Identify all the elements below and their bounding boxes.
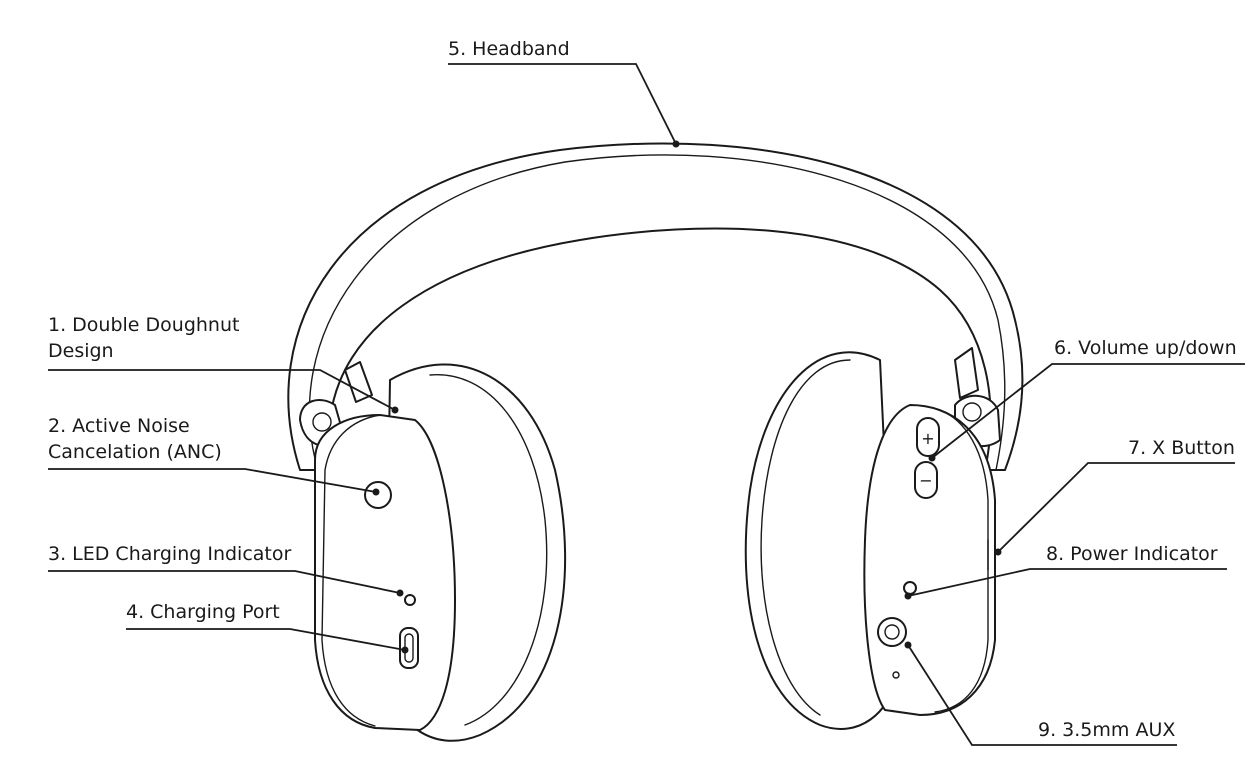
label-led-charging: 3. LED Charging Indicator bbox=[48, 541, 291, 567]
volume-up-symbol: + bbox=[921, 429, 934, 448]
label-anc-line1: 2. Active Noise bbox=[48, 415, 190, 437]
leader-anc bbox=[48, 468, 377, 493]
leader-led bbox=[48, 570, 401, 594]
label-x-button-text: 7. X Button bbox=[1128, 437, 1235, 459]
headband bbox=[287, 142, 1024, 471]
leader-x-button bbox=[997, 462, 1235, 553]
label-aux: 9. 3.5mm AUX bbox=[1038, 717, 1175, 743]
label-aux-text: 9. 3.5mm AUX bbox=[1038, 719, 1176, 741]
label-charging-port: 4. Charging Port bbox=[126, 599, 280, 625]
volume-down-symbol: − bbox=[919, 471, 932, 490]
label-x-button: 7. X Button bbox=[1128, 435, 1235, 461]
label-volume: 6. Volume up/down bbox=[1054, 335, 1237, 361]
right-earcup: + − bbox=[744, 351, 996, 730]
label-charging-port-text: 4. Charging Port bbox=[126, 601, 280, 623]
label-headband: 5. Headband bbox=[448, 36, 570, 62]
label-volume-text: 6. Volume up/down bbox=[1054, 337, 1237, 359]
label-anc-line2: Cancelation (ANC) bbox=[48, 441, 222, 463]
leader-aux bbox=[907, 644, 1177, 746]
left-earcup bbox=[314, 363, 567, 742]
leader-dots bbox=[372, 140, 1002, 654]
label-double-doughnut-line1: 1. Double Doughnut bbox=[48, 314, 240, 336]
label-led-charging-text: 3. LED Charging Indicator bbox=[48, 543, 292, 565]
leader-volume bbox=[931, 363, 1245, 459]
leader-power-indicator bbox=[907, 568, 1227, 597]
label-anc: 2. Active Noise Cancelation (ANC) bbox=[48, 413, 222, 465]
label-double-doughnut-line2: Design bbox=[48, 340, 114, 362]
leader-lines bbox=[48, 63, 1245, 746]
leader-charging-port bbox=[126, 628, 406, 651]
leader-double-doughnut bbox=[48, 369, 396, 411]
label-double-doughnut: 1. Double Doughnut Design bbox=[48, 312, 239, 364]
label-power-indicator-text: 8. Power Indicator bbox=[1046, 543, 1218, 565]
leader-headband bbox=[448, 63, 677, 145]
label-headband-text: 5. Headband bbox=[448, 38, 570, 60]
label-power-indicator: 8. Power Indicator bbox=[1046, 541, 1218, 567]
